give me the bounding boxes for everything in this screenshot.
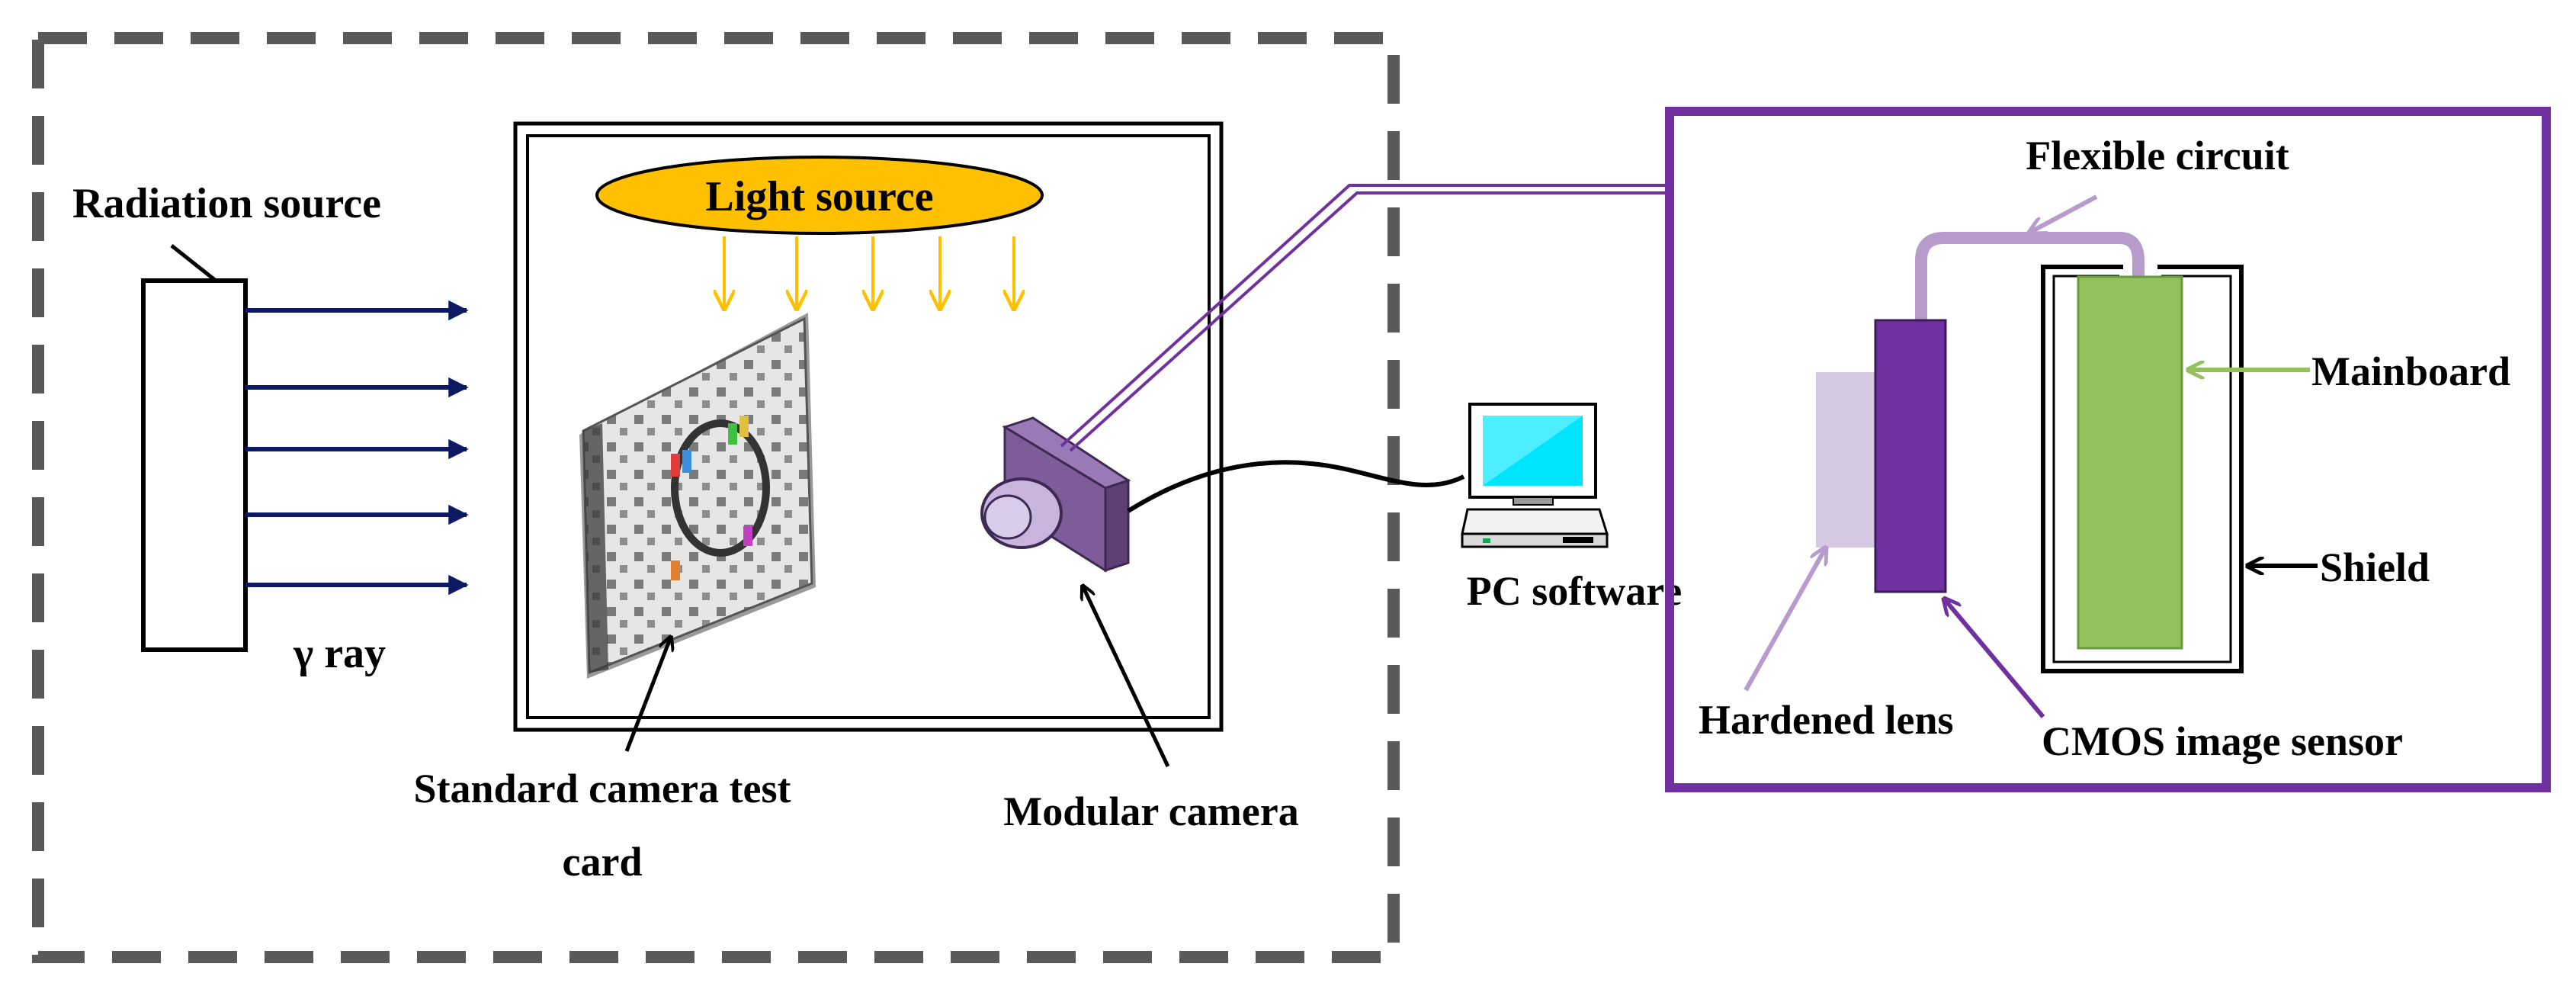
hardened-lens-label: Hardened lens: [1699, 697, 1954, 743]
flexible-circuit-ribbon: [1915, 232, 2145, 320]
radiation-source-label: Radiation source: [72, 180, 381, 227]
pc-software-label: PC software: [1467, 568, 1682, 614]
light-rays: [724, 236, 1014, 309]
mainboard-label: Mainboard: [2311, 349, 2510, 394]
shield-inner-wall: [2052, 275, 2232, 663]
cmos-image-sensor-label: CMOS image sensor: [2042, 718, 2403, 764]
light-source-label: Light source: [705, 173, 933, 220]
camera-module-detail-border: [1665, 107, 2551, 792]
cmos-image-sensor-block: [1874, 319, 1947, 593]
flexible-circuit-pointer: [2029, 194, 2098, 233]
camera-signal-cable: [1060, 184, 1670, 452]
irradiation-chamber-border: [32, 32, 1400, 963]
test-card-label-line1: Standard camera test: [414, 766, 791, 811]
pc-computer-icon: [1461, 403, 1609, 548]
test-card-label-line2: card: [563, 839, 643, 885]
modular-camera-pointer: [1083, 586, 1170, 768]
gamma-ray-label: γ ray: [293, 630, 386, 677]
modular-camera-label: Modular camera: [1003, 789, 1298, 834]
modular-camera-icon: [980, 416, 1131, 573]
light-source-ellipse: [595, 156, 1044, 235]
shield-enclosure: [2041, 265, 2244, 673]
radiation-source-block: [141, 278, 248, 652]
flexible-circuit-label: Flexible circuit: [2026, 133, 2289, 178]
cmos-image-sensor-pointer: [1944, 599, 2045, 718]
hardened-lens-block: [1816, 372, 1875, 548]
test-box-outer: [513, 121, 1224, 732]
test-card-pointer: [624, 637, 671, 752]
test-box-inner: [526, 134, 1211, 719]
pc-data-cable: [1127, 460, 1465, 513]
radiation-source-leader: [170, 244, 217, 282]
hardened-lens-pointer: [1744, 548, 1826, 692]
camera-test-card: [579, 313, 816, 679]
mainboard-block: [2077, 275, 2183, 650]
shield-label: Shield: [2320, 544, 2430, 590]
gamma-ray-beams: [245, 300, 469, 596]
